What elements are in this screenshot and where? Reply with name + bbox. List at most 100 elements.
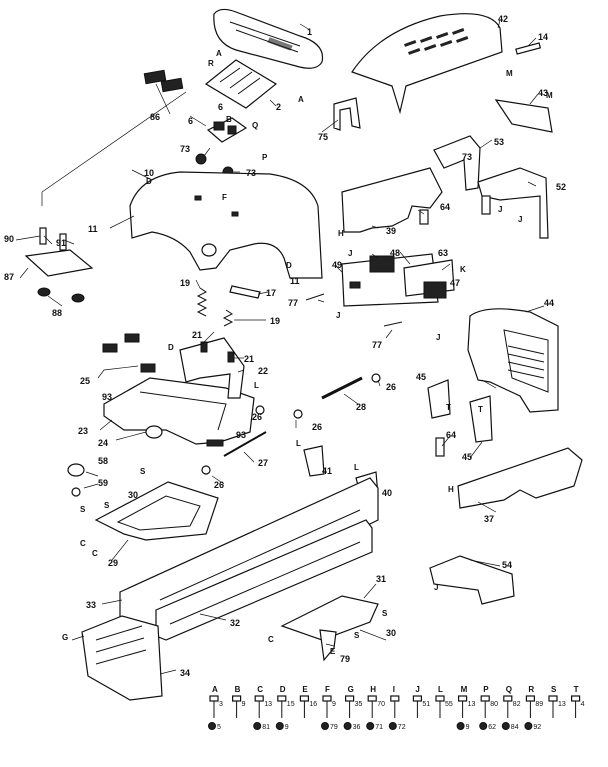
hardware-letter: H: [370, 685, 376, 694]
bracket-79: [319, 629, 337, 662]
hardware-part-number: 5: [217, 724, 221, 731]
ref-letter: T: [446, 403, 451, 412]
callout-64b: 64: [446, 430, 456, 440]
callout-39: 39: [386, 226, 396, 236]
callout-53: 53: [494, 137, 504, 147]
hardware-letter: A: [212, 685, 218, 694]
hardware-part-number: 84: [511, 724, 519, 731]
hardware-letter: R: [528, 685, 534, 694]
hardware-part-number: 13: [264, 701, 272, 708]
callout-73c: 73: [462, 152, 472, 162]
ref-letter: C: [92, 549, 98, 558]
pin-77b: [383, 321, 403, 327]
seat: [213, 8, 324, 69]
hardware-letter: J: [415, 685, 419, 694]
post-j: [481, 195, 491, 215]
ref-letter: D: [168, 343, 174, 352]
bolt-head-icon: [254, 695, 264, 702]
hardware-part-number: 15: [287, 701, 295, 708]
callout-21b: 21: [244, 354, 254, 364]
bushing-88b: [71, 293, 85, 303]
ref-letter: T: [478, 405, 483, 414]
ref-letter: K: [460, 265, 466, 274]
callout-45b: 45: [462, 452, 472, 462]
clip-26d: [201, 465, 211, 475]
hardware-letter: S: [551, 685, 557, 694]
hardware-part-number: 16: [309, 701, 317, 708]
hardware-letter: T: [574, 685, 579, 694]
bumper-54: [429, 555, 515, 605]
callout-49: 49: [332, 260, 342, 270]
hardware-part-number: 79: [330, 724, 338, 731]
block-j: [349, 281, 361, 289]
fender: [129, 171, 323, 279]
hardware-part-number: 13: [468, 701, 476, 708]
ref-letter: S: [382, 609, 388, 618]
callout-30b: 30: [386, 628, 396, 638]
callout-48: 48: [390, 248, 400, 258]
clip-26b: [371, 373, 381, 383]
bolt-head-icon: [390, 695, 400, 702]
callout-52: 52: [556, 182, 566, 192]
ref-letter: D: [146, 177, 152, 186]
ref-letter: M: [546, 91, 553, 100]
seat-bracket: [206, 117, 248, 143]
hardware-part-number: 62: [488, 724, 496, 731]
clip-26c: [255, 405, 265, 415]
hardware-letter: P: [483, 685, 489, 694]
callout-32: 32: [230, 618, 240, 628]
callout-31: 31: [376, 574, 386, 584]
ref-letter: J: [336, 311, 340, 320]
callout-19b: 19: [270, 316, 280, 326]
callout-93b: 93: [236, 430, 246, 440]
callout-75: 75: [318, 132, 328, 142]
ref-letter: A: [216, 49, 222, 58]
callout-21: 21: [192, 330, 202, 340]
bracket-53: [433, 135, 481, 191]
ref-letter: L: [296, 439, 301, 448]
step-frame-30b: [280, 595, 379, 641]
hardware-b: B9: [232, 685, 246, 718]
ref-letter: H: [338, 229, 344, 238]
spring-19b: [222, 309, 234, 327]
callout-11: 11: [88, 224, 98, 234]
bolt-head-icon: [345, 695, 355, 702]
callout-47: 47: [450, 278, 460, 288]
pad-86a: [143, 69, 167, 85]
ref-letter: G: [62, 633, 68, 642]
ref-letter: E: [330, 647, 336, 656]
step-frame-30a: [116, 495, 201, 531]
callout-41: 41: [322, 466, 332, 476]
hardware-part-number: 3: [219, 701, 223, 708]
rod-28: [321, 376, 363, 400]
callout-30: 30: [128, 490, 138, 500]
hardware-letter: L: [438, 685, 443, 694]
callout-26c: 26: [312, 422, 322, 432]
callout-25: 25: [80, 376, 90, 386]
plate-87: [24, 249, 94, 277]
pin-77a: [305, 293, 325, 301]
bolt-head-icon: [232, 695, 242, 702]
ref-letter: B: [226, 115, 232, 124]
ref-letter: S: [140, 467, 146, 476]
hardware-part-number: 71: [375, 724, 383, 731]
hardware-part-number: 9: [332, 701, 336, 708]
hardware-j: J51: [412, 685, 430, 718]
spacer-64a: [419, 209, 429, 225]
hardware-part-number: 89: [535, 701, 543, 708]
callout-58: 58: [98, 456, 108, 466]
pad-86b: [160, 77, 184, 93]
ref-letter: L: [354, 463, 359, 472]
callout-59: 59: [98, 478, 108, 488]
nut-icon: [253, 722, 262, 730]
callout-33: 33: [86, 600, 96, 610]
bolt-head-icon: [322, 695, 332, 702]
nut-icon: [479, 722, 488, 730]
callout-28: 28: [356, 402, 366, 412]
callout-37: 37: [484, 514, 494, 524]
clip-17: [229, 285, 261, 299]
rear-cover-37: [457, 447, 583, 509]
